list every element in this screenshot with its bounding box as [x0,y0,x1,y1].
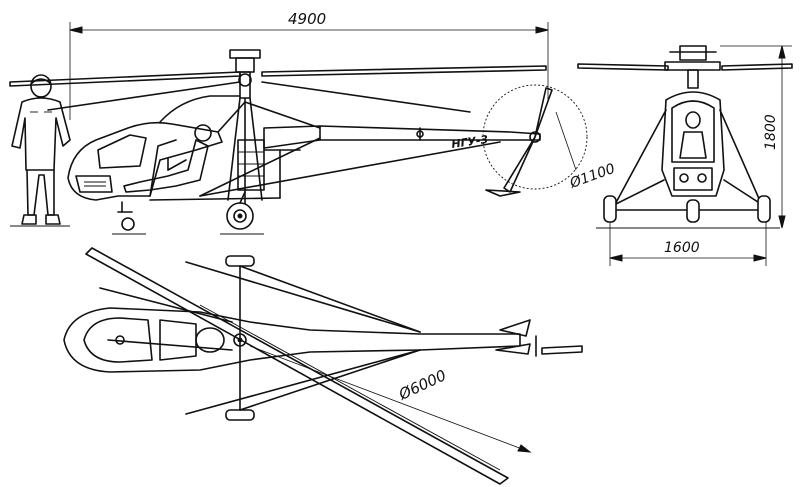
landing-gear-side [112,191,264,235]
frame-side [149,95,321,201]
top-view: Ø6000 [63,247,583,485]
dimension-overall-length: 4900 [69,10,549,120]
main-rotor-diameter-label: Ø6000 [395,366,449,404]
side-view: 4900 [9,10,617,235]
tail-boom-side: НГУ-3 [199,125,541,197]
tail-boom-marking: НГУ-3 [451,133,490,151]
front-view: 1800 1600 [577,45,793,266]
dimension-height: 1800 [720,45,792,229]
pilot-figure [10,74,71,227]
dimension-track-width: 1600 [609,222,767,266]
rotor-head-side [227,49,263,209]
main-rotor-side [9,65,547,113]
overall-length-label: 4900 [288,10,326,28]
track-width-label: 1600 [664,240,700,256]
cabin-side [67,121,223,201]
dimension-main-rotor: Ø6000 [249,345,532,453]
height-label: 1800 [763,114,779,150]
